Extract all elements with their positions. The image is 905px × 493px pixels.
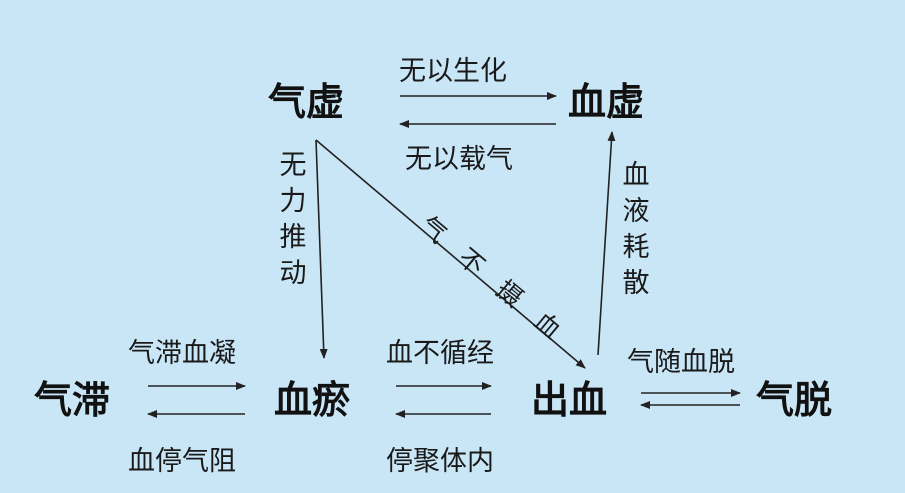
node-qituo: 气脱 [756, 378, 833, 422]
label-qixu-to-xuexu: 无以生化 [399, 56, 507, 87]
label-chuxue-to-xuexu: 血液耗散 [622, 160, 650, 299]
label-xueyu-to-qizhi: 血停气阻 [128, 446, 236, 477]
arrow-qixu-to-xueyu [315, 139, 328, 359]
label-qixu-to-xueyu: 无力推动 [279, 150, 307, 289]
label-chuxue-to-qituo: 气随血脱 [627, 347, 735, 378]
arrow-chuxue-to-xuexu [597, 131, 616, 356]
node-qixu: 气虚 [268, 80, 345, 124]
label-qizhi-to-xueyu: 气滞血凝 [128, 338, 236, 369]
node-xueyu: 血瘀 [274, 378, 351, 422]
label-xueyu-to-chuxue: 血不循经 [386, 338, 494, 369]
label-xuexu-to-qixu: 无以载气 [405, 144, 513, 175]
arrow-qixu-to-chuxue [315, 139, 586, 369]
label-chuxue-to-xueyu: 停聚体内 [386, 446, 494, 477]
node-chuxue: 出血 [531, 378, 608, 422]
node-xuexu: 血虚 [568, 80, 645, 124]
node-qizhi: 气滞 [34, 378, 111, 422]
